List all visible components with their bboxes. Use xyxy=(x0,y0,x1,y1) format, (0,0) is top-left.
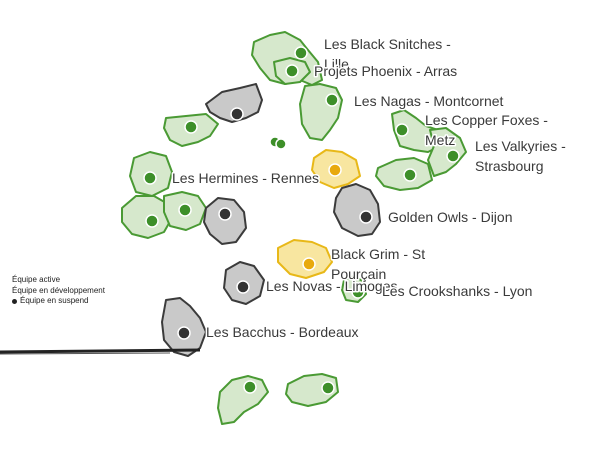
marker-pourcain[interactable] xyxy=(302,257,316,271)
marker-south-2[interactable] xyxy=(321,381,335,395)
label-lyon: Les Crookshanks - Lyon xyxy=(382,283,532,299)
department-dijon[interactable] xyxy=(333,183,381,237)
marker-paris-2[interactable] xyxy=(275,138,287,150)
marker-dijon[interactable] xyxy=(359,210,373,224)
label-arras: Projets Phoenix - Arras xyxy=(314,63,457,79)
department-north-suspend[interactable] xyxy=(205,83,263,123)
team-markers xyxy=(143,46,460,395)
label-montcornet: Les Nagas - Montcornet xyxy=(354,93,504,109)
marker-metz[interactable] xyxy=(395,123,409,137)
label-rennes: Les Hermines - Rennes xyxy=(172,170,319,186)
marker-strasbourg[interactable] xyxy=(446,149,460,163)
legend-label-active: Équipe active xyxy=(12,275,61,284)
label-strasbourg: Les Valkyries -Strasbourg xyxy=(475,138,566,174)
legend-row-active: Équipe active xyxy=(12,275,105,286)
marker-east-active[interactable] xyxy=(403,168,417,182)
marker-rennes-north[interactable] xyxy=(143,171,157,185)
departments-layer xyxy=(121,31,467,425)
legend: Équipe active Équipe en développement Éq… xyxy=(12,275,105,307)
legend-label-suspend: Équipe en suspend xyxy=(20,296,89,305)
department-west-suspend[interactable] xyxy=(203,197,247,245)
legend-row-dev: Équipe en développement xyxy=(12,286,105,297)
label-lille: Les Black Snitches -Lille xyxy=(324,36,451,72)
marker-limoges[interactable] xyxy=(236,280,250,294)
department-strasbourg[interactable] xyxy=(427,127,467,177)
legend-label-dev: Équipe en développement xyxy=(12,285,105,295)
label-dijon: Golden Owls - Dijon xyxy=(388,209,513,225)
label-bordeaux: Les Bacchus - Bordeaux xyxy=(206,324,359,340)
label-limoges: Les Novas - Limoges xyxy=(266,278,398,294)
marker-nw-active[interactable] xyxy=(184,120,198,134)
marker-lille[interactable] xyxy=(294,46,308,60)
marker-rennes-west[interactable] xyxy=(145,214,159,228)
marker-dev-north[interactable] xyxy=(328,163,342,177)
legend-swatch-suspend xyxy=(12,298,17,304)
marker-montcornet[interactable] xyxy=(325,93,339,107)
marker-bordeaux[interactable] xyxy=(177,326,191,340)
marker-north-suspend[interactable] xyxy=(230,107,244,121)
department-montcornet[interactable] xyxy=(299,83,343,141)
marker-rennes[interactable] xyxy=(178,203,192,217)
marker-south-1[interactable] xyxy=(243,380,257,394)
coast-lines xyxy=(0,348,201,355)
marker-lyon[interactable] xyxy=(351,285,365,299)
label-metz: Les Copper Foxes -Metz xyxy=(425,112,548,148)
legend-row-suspend: Équipe en suspend xyxy=(12,296,105,307)
team-labels: Les Black Snitches -Lille Projets Phoeni… xyxy=(171,35,568,342)
marker-west-suspend[interactable] xyxy=(218,207,232,221)
marker-arras[interactable] xyxy=(285,64,299,78)
department-south-active-1[interactable] xyxy=(217,375,269,425)
